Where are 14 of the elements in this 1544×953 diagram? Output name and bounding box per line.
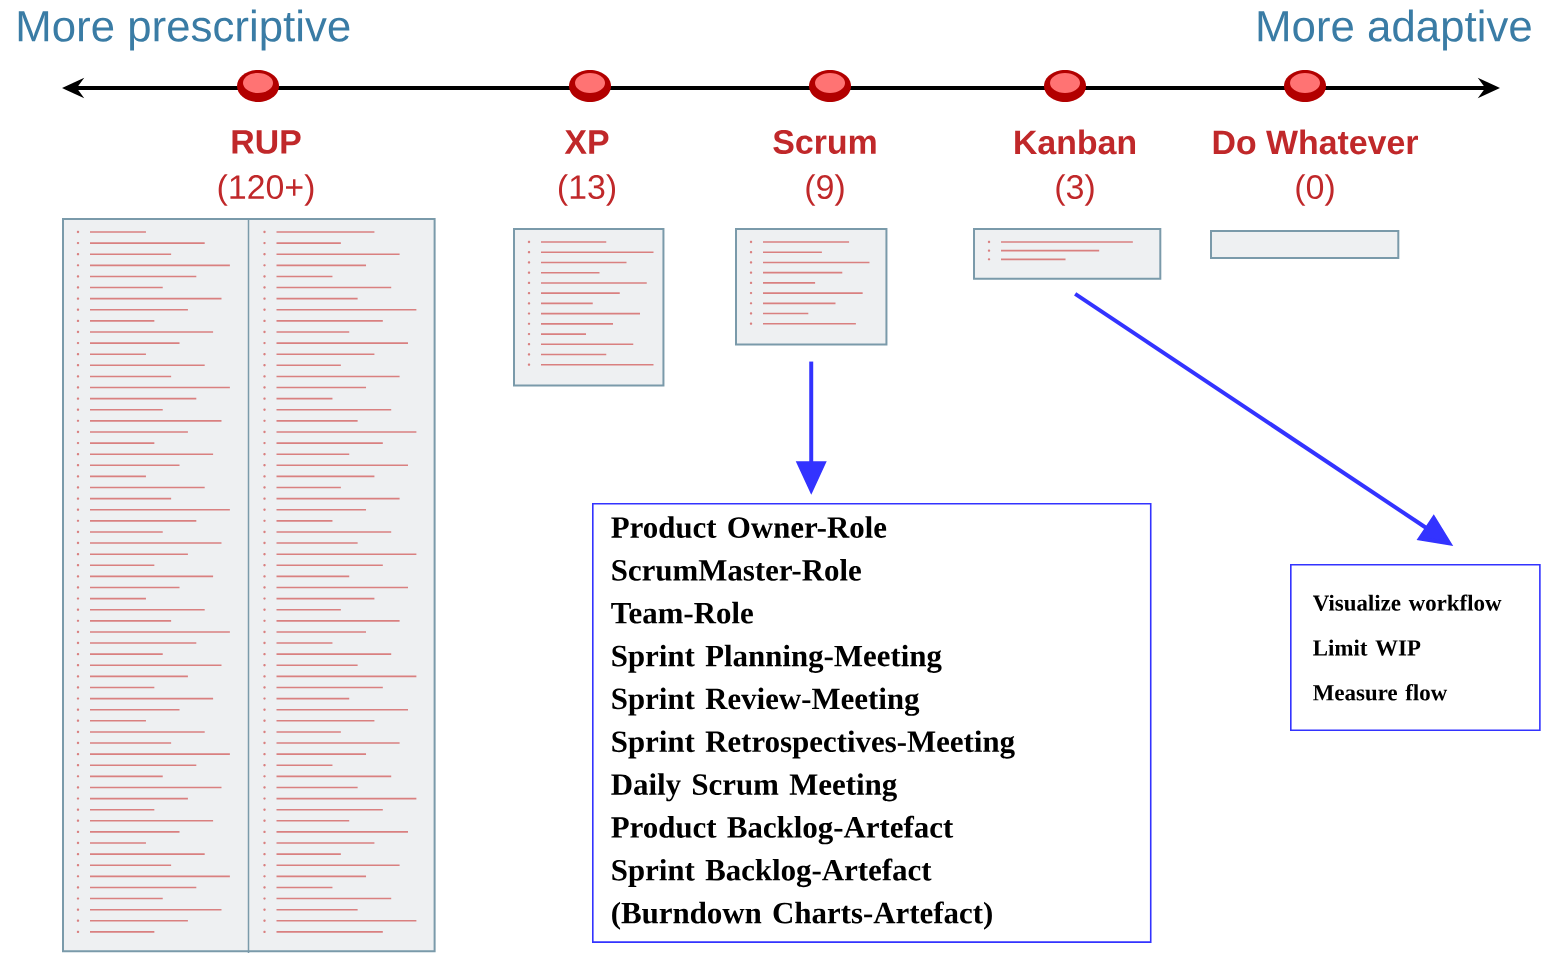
list-box <box>735 228 888 346</box>
method-name: XP <box>564 130 609 154</box>
scale-end-label: More adaptive <box>1258 9 1531 51</box>
text-box: Product Owner-Role ScrumMaster-Role Team-Role Sprint Planning-Meeting Sprint Review-Meeting Sprint Retrospectives-Meeting Daily Scrum Meeting Product Backlog-Artefact Sprint Backlog-Artefact (Burndown Charts-Artefact) <box>592 503 1152 943</box>
list-box <box>973 228 1162 280</box>
text-box: Visualize workflow Limit WIP Measure flow <box>1290 564 1541 731</box>
list-box <box>1210 230 1400 259</box>
method-name: Do Whatever <box>1213 129 1418 155</box>
method-name: RUP <box>232 130 301 154</box>
method-name: Kanban <box>1015 129 1135 155</box>
method-name: Scrum <box>773 130 876 154</box>
list-box <box>62 217 436 953</box>
scale-end-label: More prescriptive <box>18 9 350 51</box>
list-box <box>513 228 665 387</box>
